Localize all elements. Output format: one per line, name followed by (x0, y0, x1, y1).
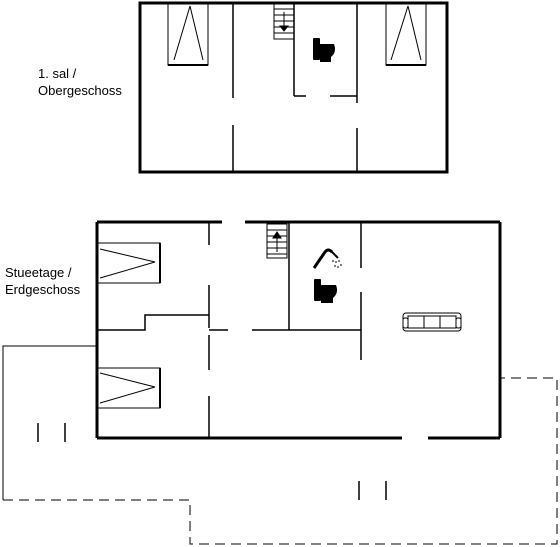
ground-wall-bedroom-divider (97, 314, 209, 331)
toilet-icon (314, 279, 337, 303)
stairs-icon (273, 2, 295, 40)
upper-floor-label: 1. sal / Obergeschoss (38, 65, 122, 99)
upper-floor-label-line2: Obergeschoss (38, 83, 122, 98)
toilet-icon (313, 38, 335, 62)
bed-icon (167, 2, 209, 66)
upper-floor (138, 1, 449, 174)
terrace-posts (37, 423, 387, 500)
bed-icon (96, 242, 161, 284)
shower-icon (312, 248, 342, 269)
stairs-icon (266, 223, 288, 259)
bed-icon (96, 367, 161, 409)
terrace-solid-edge (2, 345, 97, 500)
ground-floor-label: Stueetage / Erdgeschoss (5, 264, 80, 298)
ground-floor (95, 220, 502, 440)
ground-floor-label-line1: Stueetage / (5, 265, 72, 280)
terrace-outline (2, 345, 558, 545)
sofa-icon (402, 312, 462, 332)
ground-floor-label-line2: Erdgeschoss (5, 282, 81, 297)
upper-floor-label-line1: 1. sal / (38, 66, 77, 81)
bed-icon (385, 2, 427, 66)
terrace-dashed-edge (3, 377, 558, 545)
